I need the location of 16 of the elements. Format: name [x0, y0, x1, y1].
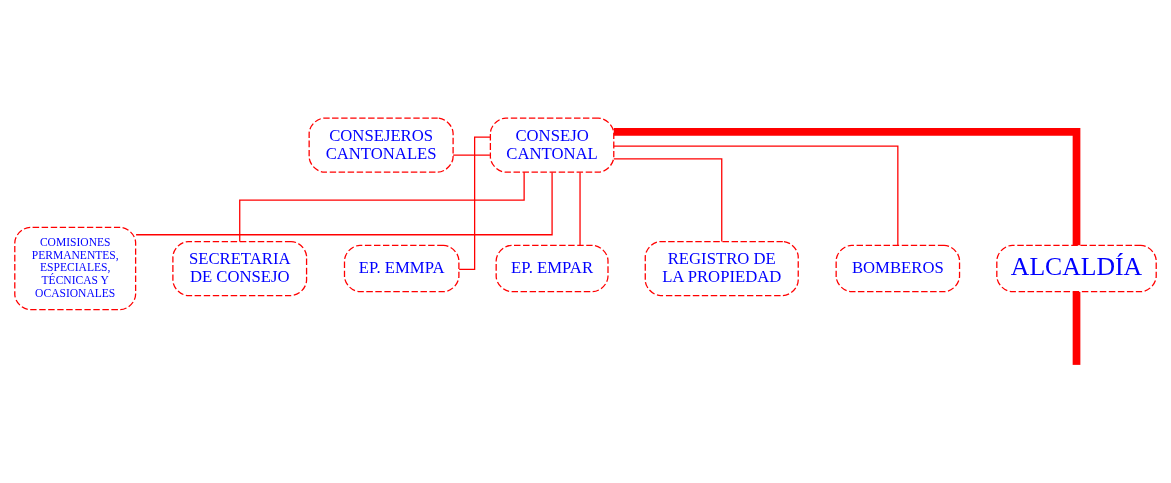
node-box: SECRETARIA DE CONSEJO	[172, 240, 308, 296]
node-box: EP. EMPAR	[495, 244, 609, 292]
node-box: BOMBEROS	[835, 244, 961, 292]
node-box: ALCALDÍA	[996, 244, 1157, 292]
node-box: COMISIONES PERMANENTES, ESPECIALES, TÉCNICAS Y OCASIONALES	[14, 226, 137, 310]
connector	[613, 157, 723, 242]
connector	[239, 171, 525, 242]
connector	[613, 127, 1081, 245]
connector	[135, 171, 553, 235]
node-box: EP. EMMPA	[343, 244, 460, 292]
connector	[613, 144, 899, 246]
connector	[452, 153, 491, 156]
connector	[579, 171, 581, 246]
node-box: CONSEJEROS CANTONALES	[308, 117, 454, 173]
node-box: CONSEJO CANTONAL	[489, 117, 615, 173]
node-box: REGISTRO DE LA PROPIEDAD	[644, 240, 799, 296]
